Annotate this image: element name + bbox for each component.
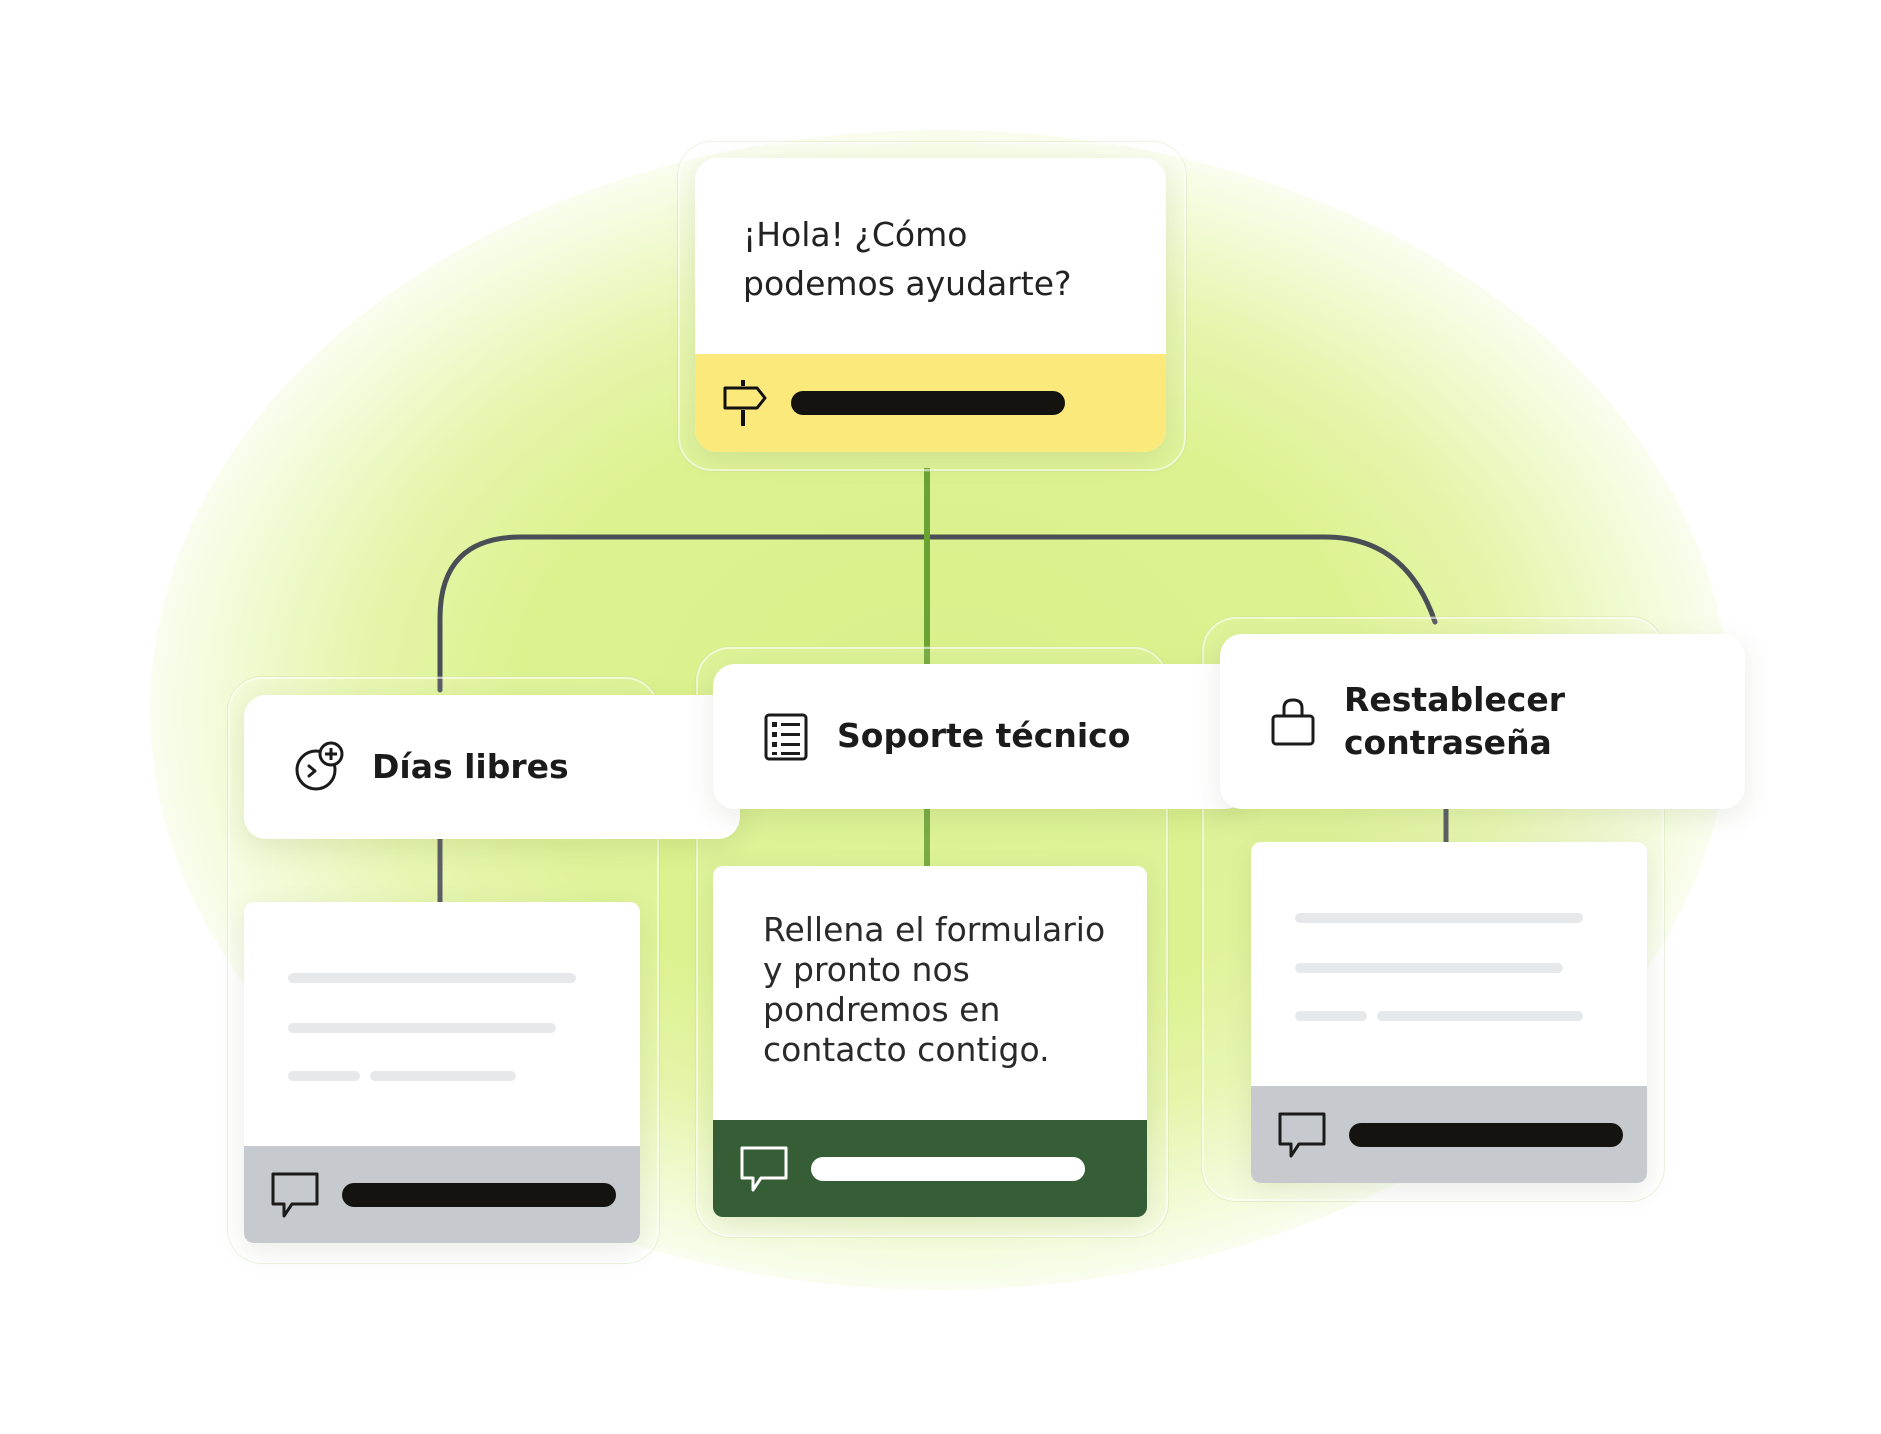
- root-footer: [695, 354, 1166, 452]
- response-action-bar-dias-libres[interactable]: [342, 1182, 616, 1207]
- branch-card-dias-libres[interactable]: Días libres: [244, 695, 740, 839]
- response-footer-dias-libres: [244, 1146, 640, 1243]
- lock-icon: [1270, 696, 1316, 748]
- root-message-card[interactable]: ¡Hola! ¿Cómo podemos ayudarte?: [695, 158, 1166, 452]
- branch-card-soporte-tecnico[interactable]: Soporte técnico: [713, 664, 1247, 809]
- branch-card-restablecer-contrasena[interactable]: Restablecer contraseña: [1220, 634, 1745, 809]
- placeholder-line: [288, 973, 576, 983]
- chat-bubble-icon: [270, 1170, 320, 1220]
- branch-title-dias-libres: Días libres: [372, 746, 569, 786]
- form-list-icon: [763, 712, 809, 762]
- response-card-soporte-tecnico[interactable]: Rellena el formulario y pronto nos pondr…: [713, 866, 1147, 1217]
- placeholder-line: [370, 1071, 516, 1081]
- response-card-restablecer-contrasena[interactable]: [1251, 842, 1647, 1183]
- chat-bubble-icon: [1277, 1110, 1327, 1160]
- response-footer-soporte-tecnico: [713, 1120, 1147, 1217]
- placeholder-line: [1295, 1011, 1367, 1021]
- connector-branches: [437, 534, 1438, 693]
- response-action-bar-restablecer-contrasena[interactable]: [1349, 1122, 1623, 1147]
- placeholder-line: [288, 1023, 556, 1033]
- root-message-text: ¡Hola! ¿Cómo podemos ayudarte?: [743, 215, 1072, 303]
- response-action-bar-soporte-tecnico[interactable]: [811, 1156, 1085, 1181]
- branch-title-soporte-tecnico: Soporte técnico: [837, 716, 1131, 756]
- chat-bubble-icon: [739, 1144, 789, 1194]
- placeholder-line: [1377, 1011, 1583, 1021]
- placeholder-line: [288, 1071, 360, 1081]
- signpost-icon: [721, 378, 769, 428]
- root-action-bar[interactable]: [791, 391, 1065, 415]
- response-card-dias-libres[interactable]: [244, 902, 640, 1243]
- response-footer-restablecer-contrasena: [1251, 1086, 1647, 1183]
- placeholder-line: [1295, 913, 1583, 923]
- clock-plus-icon: [294, 741, 344, 793]
- branch-title-restablecer-contrasena: Restablecer contraseña: [1344, 679, 1566, 762]
- response-text-soporte-tecnico: Rellena el formulario y pronto nos pondr…: [763, 910, 1106, 1069]
- placeholder-line: [1295, 963, 1563, 973]
